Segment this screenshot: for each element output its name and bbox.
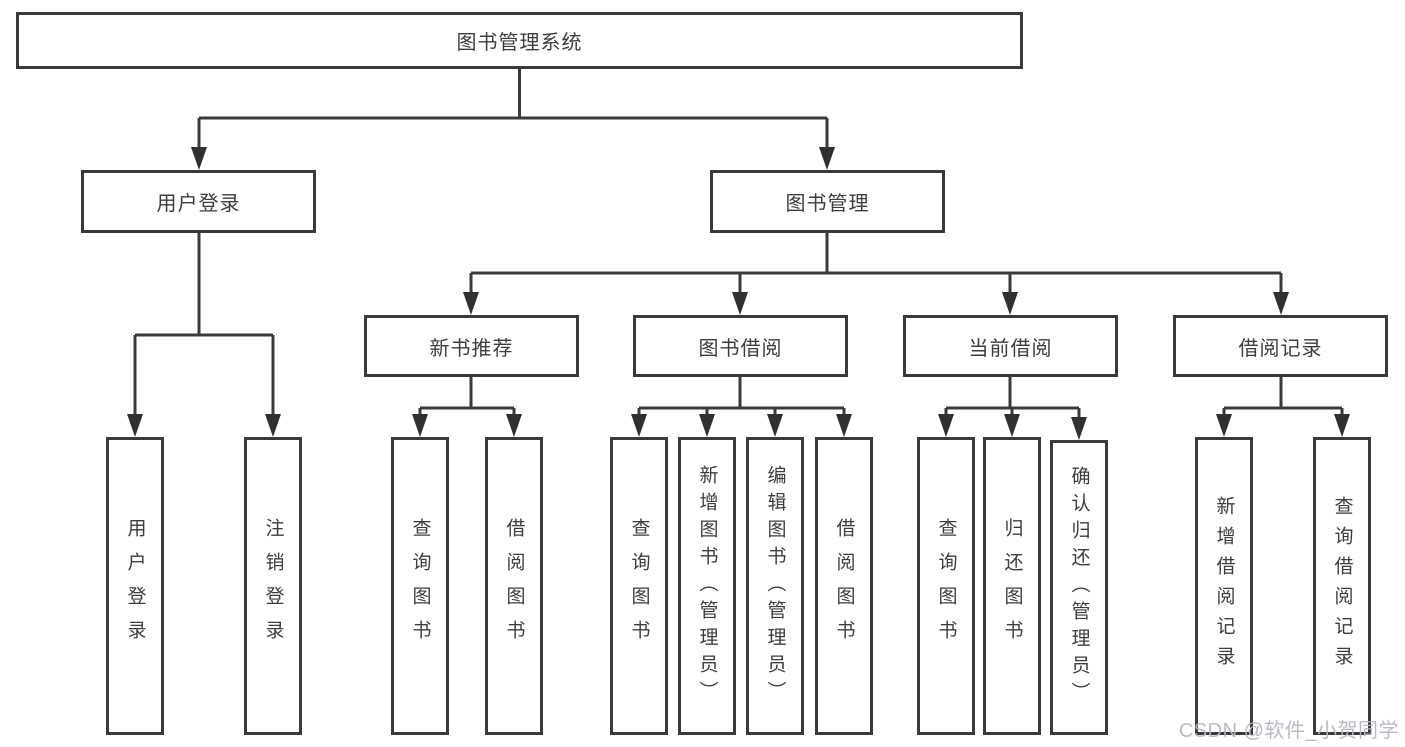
node-label: 用户登录 [124, 518, 146, 654]
node-label: 查询借阅记录 [1331, 496, 1353, 676]
arrowhead [1334, 414, 1350, 437]
arrowhead [699, 414, 715, 437]
node-label: 注销登录 [262, 518, 284, 654]
leaf-edit-books-admin: 编辑图书（管理员） [746, 437, 804, 735]
leaf-query-books: 查询图书 [610, 437, 668, 735]
arrowhead [506, 414, 522, 437]
arrowhead [1273, 292, 1289, 315]
node-label: 当前借阅 [968, 337, 1053, 360]
node-label: 借阅记录 [1238, 337, 1323, 360]
arrowhead [836, 414, 852, 437]
node-label: 借阅图书 [833, 518, 855, 654]
leaf-query-books: 查询图书 [391, 437, 449, 735]
arrowhead [1002, 292, 1018, 315]
arrowhead [1216, 414, 1232, 437]
node-label: 查询图书 [409, 518, 431, 654]
arrowhead [191, 147, 207, 170]
leaf-query-borrow-record: 查询借阅记录 [1313, 437, 1371, 735]
node-borrow-records: 借阅记录 [1173, 315, 1388, 377]
node-label: 图书管理 [785, 193, 870, 215]
node-label: 图书借阅 [698, 337, 783, 360]
leaf-confirm-return-admin: 确认归还（管理员） [1050, 440, 1108, 735]
node-label: 查询图书 [935, 518, 957, 654]
node-label: 编辑图书（管理员） [764, 464, 786, 708]
leaf-logout: 注销登录 [244, 437, 302, 735]
arrowhead [819, 147, 835, 170]
node-new-book-recommend: 新书推荐 [364, 315, 579, 377]
leaf-return-books: 归还图书 [983, 437, 1041, 735]
node-label: 归还图书 [1001, 518, 1023, 654]
node-book-borrow: 图书借阅 [633, 315, 848, 377]
node-user-login: 用户登录 [81, 170, 316, 233]
node-current-borrow: 当前借阅 [903, 315, 1118, 377]
node-label: 确认归还（管理员） [1068, 466, 1090, 709]
arrowhead [1071, 417, 1087, 440]
leaf-user-login: 用户登录 [106, 437, 164, 735]
node-system-root: 图书管理系统 [16, 12, 1023, 69]
arrowhead [938, 414, 954, 437]
node-label: 图书管理系统 [456, 32, 583, 54]
node-label: 查询图书 [628, 518, 650, 654]
arrowhead [631, 414, 647, 437]
arrowhead [732, 292, 748, 315]
node-label: 新书推荐 [429, 337, 514, 360]
arrowhead [767, 414, 783, 437]
arrowhead [265, 414, 281, 437]
node-label: 新增借阅记录 [1213, 496, 1235, 676]
leaf-add-books-admin: 新增图书（管理员） [678, 437, 736, 735]
node-label: 借阅图书 [503, 518, 525, 654]
arrowhead [1004, 414, 1020, 437]
node-label: 新增图书（管理员） [696, 464, 718, 708]
leaf-query-books: 查询图书 [917, 437, 975, 735]
node-label: 用户登录 [156, 193, 241, 215]
leaf-add-borrow-record: 新增借阅记录 [1195, 437, 1253, 735]
arrowhead [412, 414, 428, 437]
leaf-borrow-books: 借阅图书 [815, 437, 873, 735]
leaf-borrow-books: 借阅图书 [485, 437, 543, 735]
arrowhead [463, 292, 479, 315]
node-book-management: 图书管理 [710, 170, 945, 233]
arrowhead [127, 414, 143, 437]
